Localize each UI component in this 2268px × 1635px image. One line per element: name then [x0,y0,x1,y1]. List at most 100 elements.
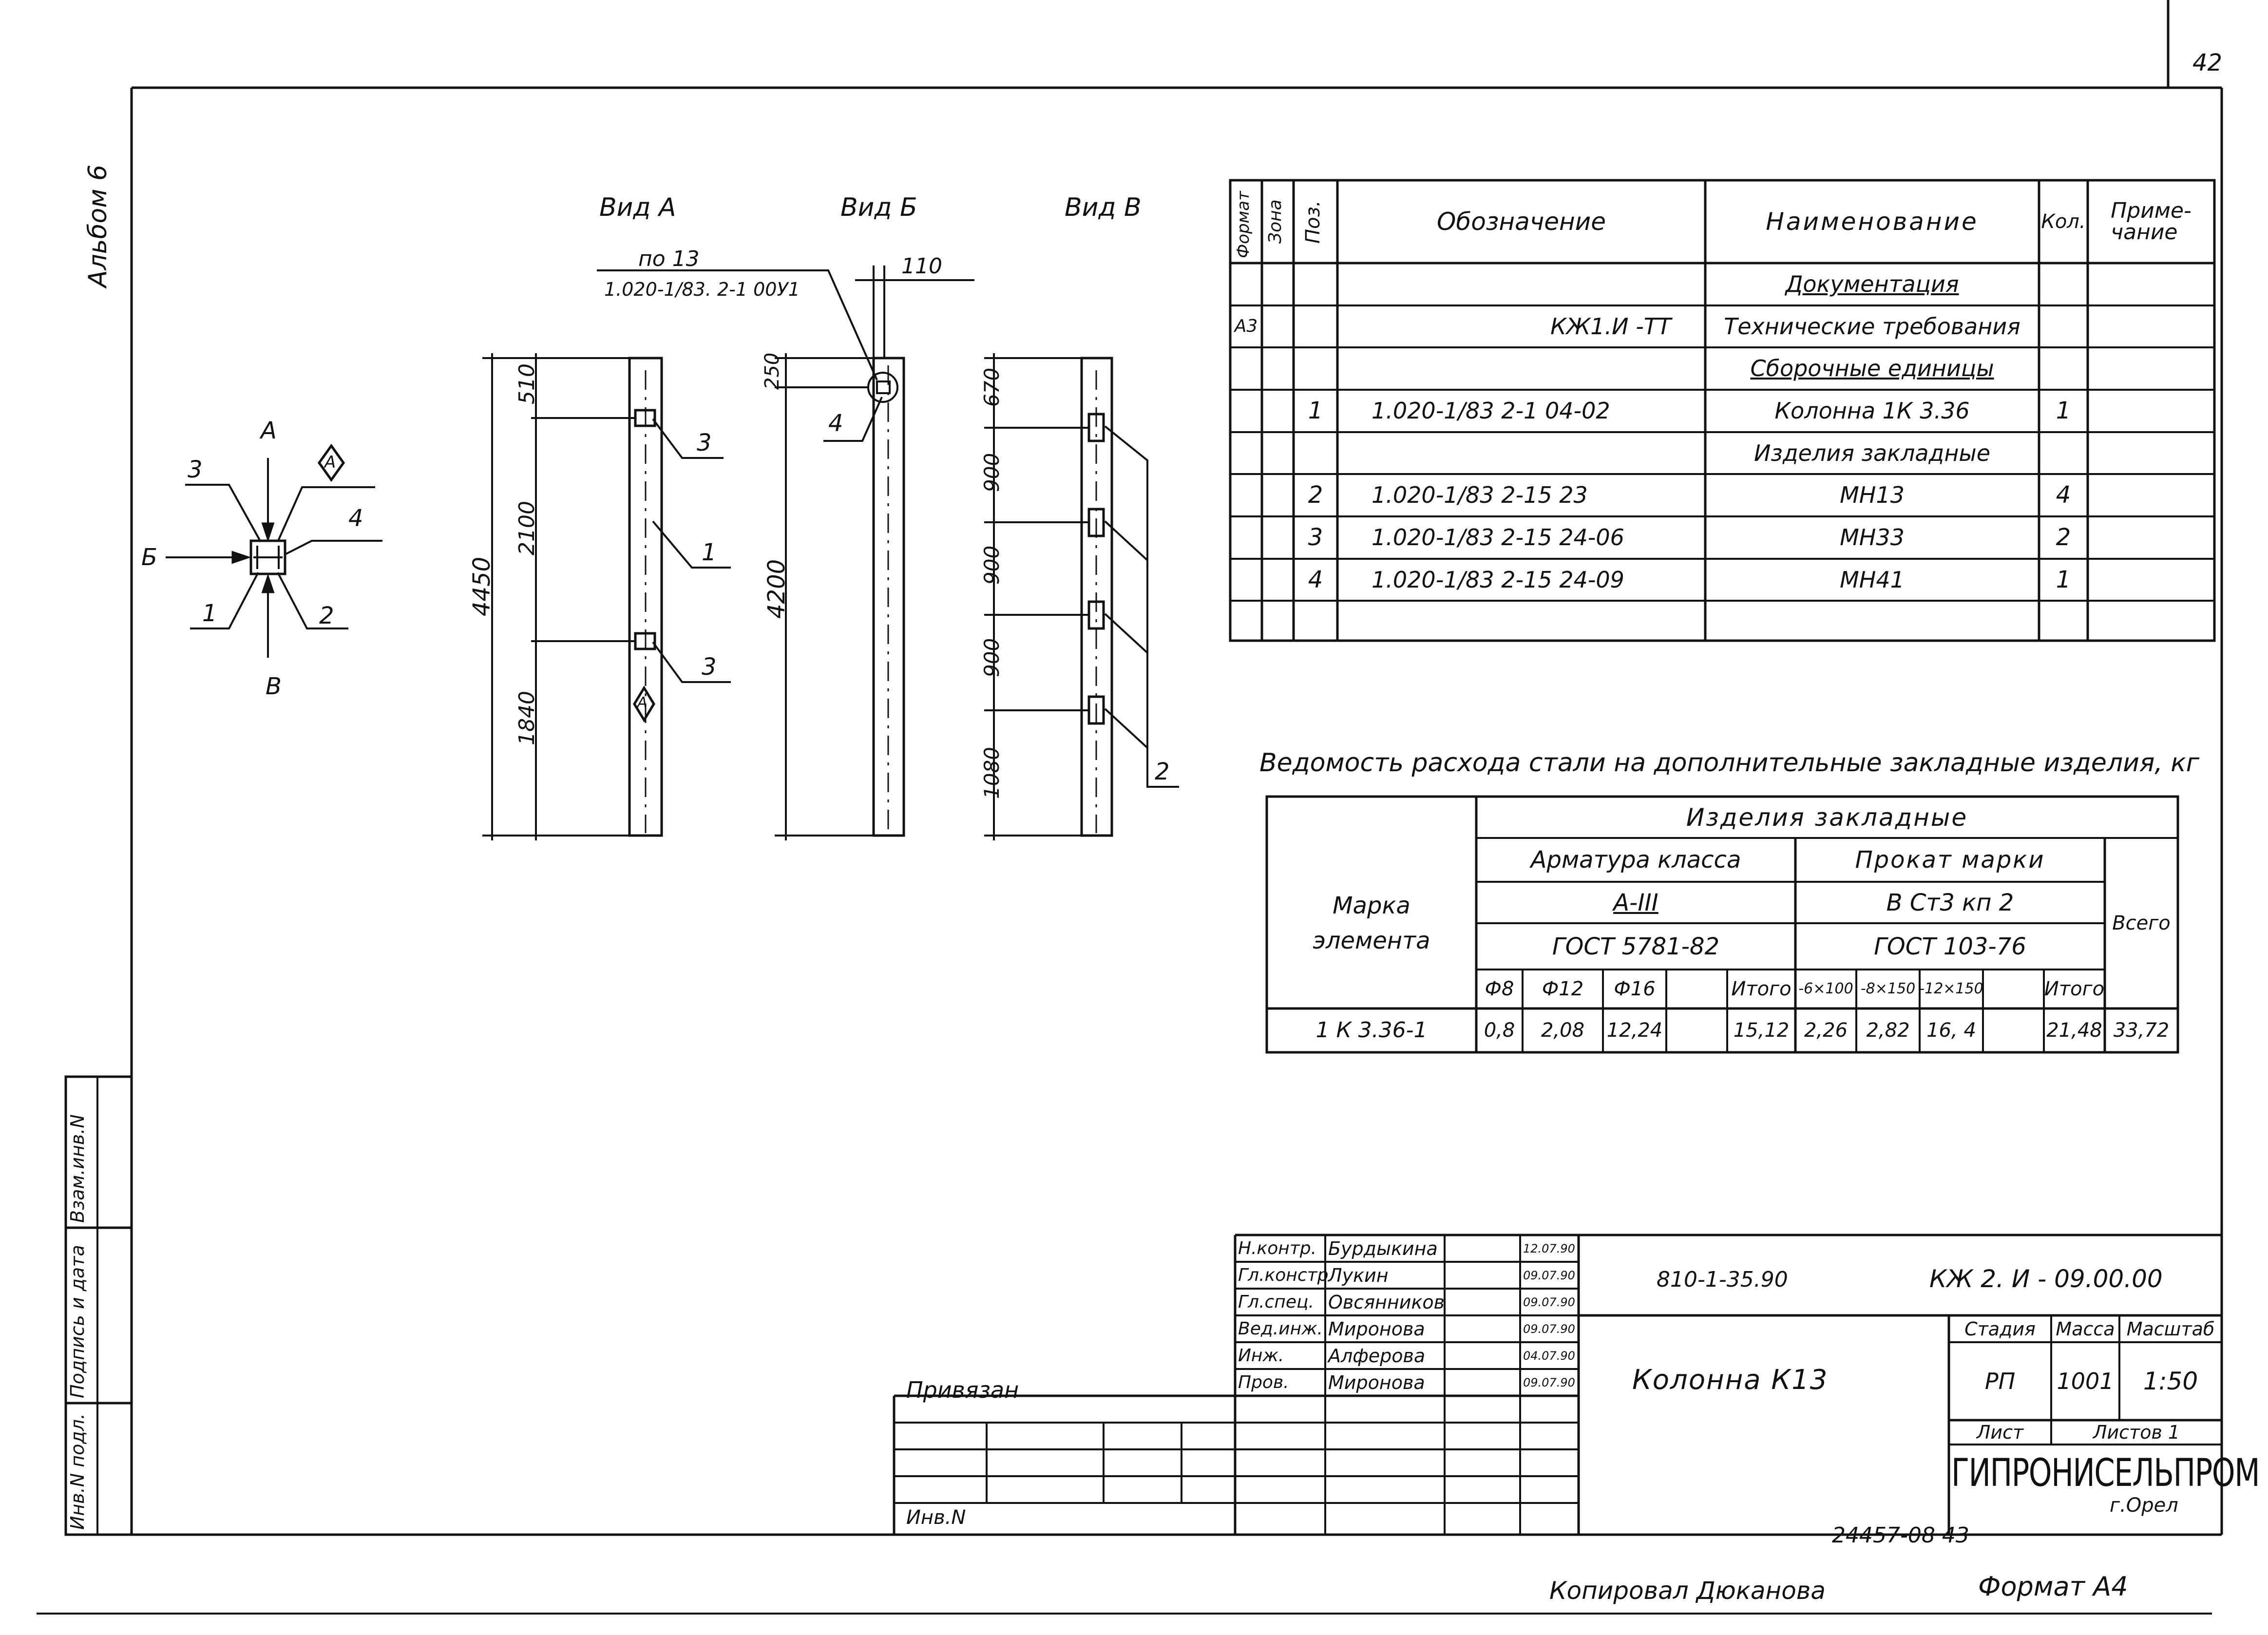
steel-table-title: Ведомость расхода стали на дополнительны… [1259,748,2200,778]
stamp-stage-header: Стадия [1964,1318,2036,1340]
steel-col-header [1666,970,1727,1008]
spec-row-format [1230,390,1262,432]
inventory-code: 24457-08 43 [1832,1523,1969,1548]
plan-arrow-b: Б [141,544,157,571]
stamp-date: 09.07.90 [1523,1375,1575,1389]
spec-header-designation: Обозначение [1437,208,1606,236]
sheet-number: 42 [2192,49,2223,76]
spec-row-designation: 1.020-1/83 2-15 23 [1372,482,1588,508]
spec-row-name: Изделия закладные [1753,440,1991,466]
stamp-stage: РП [1984,1368,2016,1394]
plan-pos-4: 4 [348,505,363,532]
spec-row-qty [2039,601,2088,643]
margin-inv-orig: Инв.N подл. [67,1413,88,1530]
view-v-dim-5: 1080 [980,747,1004,799]
view-v-geometry [984,353,1179,840]
spec-row-designation [1337,601,1705,643]
view-a-geometry [482,353,731,840]
spec-row-qty [2039,263,2088,305]
spec-row-name: Сборочные единицы [1750,355,1994,381]
stamp-date: 09.07.90 [1523,1268,1575,1282]
copied-by: Копировал Дюканова [1549,1577,1826,1605]
view-a-diamond-label: А [637,694,648,711]
steel-rolled-gost: ГОСТ 103-76 [1874,932,2026,960]
steel-row-total: 33,72 [2113,1019,2170,1042]
view-b-ref-1: по 13 [638,247,700,271]
steel-value-cell: 15,12 [1733,1019,1790,1042]
stamp-date: 09.07.90 [1523,1295,1575,1309]
steel-value-cell: 0,8 [1484,1019,1515,1042]
spec-row-format [1230,432,1262,474]
stamp-date: 04.07.90 [1523,1349,1575,1363]
steel-total-header: Всего [2112,912,2171,934]
spec-header-zone: Зона [1265,199,1285,244]
stamp-role: Гл.спец. [1238,1292,1314,1312]
view-b-title: Вид Б [840,193,917,222]
spec-row-name: МН41 [1840,567,1905,593]
spec-row-name [1705,601,2039,643]
spec-header-pos: Поз. [1302,200,1324,244]
view-b-width-dim: 110 [901,254,942,279]
spec-row-qty [2039,432,2088,474]
spec-row-designation: КЖ1.И -ТТ [1550,313,1671,340]
spec-row-format [1230,347,1262,389]
stamp-name: Алферова [1328,1345,1426,1367]
spec-row-qty [2039,347,2088,389]
spec-header-format: Формат [1234,191,1253,258]
view-v-dim-1: 670 [980,367,1004,407]
plan-pos-2: 2 [319,602,334,629]
spec-row-designation [1337,432,1705,474]
title-block-grid [893,1234,2222,1535]
spec-header-name: Наименование [1766,208,1979,236]
plan-pos-3: 3 [188,456,203,483]
steel-group-header: Изделия закладные [1686,803,1968,832]
stamp-scale-header: Масштаб [2126,1318,2215,1340]
spec-row-pos: 2 [1308,481,1323,509]
spec-row-pos: 4 [1308,566,1323,593]
spec-row-pos [1294,305,1337,347]
spec-row-name: Технические требования [1724,313,2020,340]
spec-row-format [1230,559,1262,601]
view-a-title: Вид А [599,193,676,222]
steel-rebar-header: Арматура класса [1530,846,1741,874]
stamp-mass: 1001 [2057,1368,2114,1394]
margin-sign-date: Подпись и дата [67,1245,88,1398]
stamp-name: Лукин [1328,1264,1389,1286]
spec-row-designation [1337,347,1705,389]
spec-row-qty: 2 [2056,524,2071,551]
steel-rebar-gost: ГОСТ 5781-82 [1552,932,1720,960]
steel-value-cell: 2,82 [1866,1019,1910,1042]
view-a-pos-3a: 3 [697,429,712,456]
steel-value-cell: 16, 4 [1926,1019,1976,1042]
steel-col-header: -6×100 [1798,980,1853,997]
spec-row-pos [1294,601,1337,643]
spec-row-qty: 4 [2056,481,2071,509]
spec-table-grid [1229,179,2216,642]
spec-row-qty: 1 [2056,397,2071,424]
steel-value-cell [1666,1008,1727,1052]
plan-view [166,443,382,658]
steel-col-header: Итого [1731,978,1792,1000]
steel-col-header: Ф8 [1485,978,1514,1000]
stamp-role: Н.контр. [1238,1238,1317,1258]
spec-row-qty: 1 [2056,566,2071,593]
plan-arrow-a: А [261,417,277,444]
view-a-pos-3b: 3 [702,653,717,681]
steel-rolled-header: Прокат марки [1855,846,2045,874]
view-b-pos-4: 4 [828,410,843,437]
steel-value-cell: 2,08 [1541,1019,1585,1042]
spec-row-name: Колонна 1К 3.36 [1774,398,1970,424]
sheet-format: Формат А4 [1978,1571,2128,1602]
spec-header-qty: Кол. [2041,210,2086,233]
stamp-name: Овсянников [1328,1291,1445,1313]
spec-row-name: МН33 [1840,524,1905,551]
margin-instead: Взам.инв.N [67,1114,88,1223]
steel-col-header: -12×150 [1919,980,1983,997]
stamp-mass-header: Масса [2056,1318,2115,1340]
margin-strip [64,1075,133,1536]
spec-row-designation: 1.020-1/83 2-1 04-02 [1372,398,1610,424]
steel-col-header: Итого [2044,978,2105,1000]
steel-row-mark: 1 К 3.36-1 [1315,1018,1428,1043]
spec-row-format [1230,474,1262,516]
